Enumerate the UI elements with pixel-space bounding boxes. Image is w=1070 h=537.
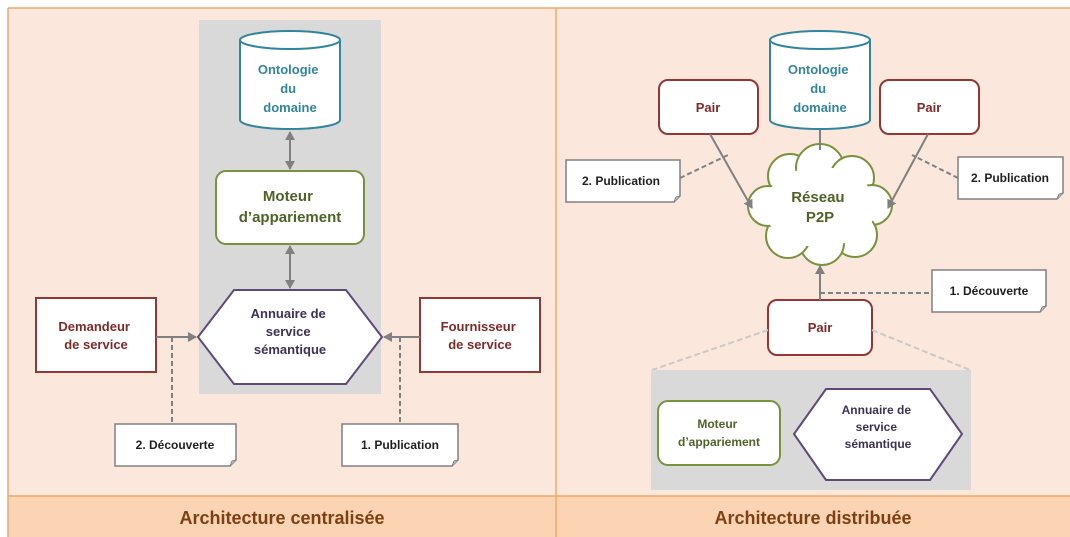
note-publication-right-1 [565, 159, 681, 203]
right-directory-line-3: sémantique [845, 437, 912, 451]
right-ontology-line-3: domaine [793, 100, 846, 115]
requester-line-2: de service [64, 337, 128, 352]
peer-left-network-arrow [709, 133, 753, 209]
p2p-network-cloud-icon [747, 143, 893, 266]
network-line-2: P2P [806, 209, 834, 226]
left-directory-label: Annuaire de service sémantique [251, 306, 330, 357]
left-ontology-line-2: du [280, 81, 296, 96]
network-label: Réseau P2P [791, 189, 849, 226]
provider-line-2: de service [448, 337, 512, 352]
left-ontology-line-1: Ontologie [258, 62, 319, 77]
right-ontology-line-1: Ontologie [788, 62, 849, 77]
note-discovery-left [114, 423, 237, 467]
note-discovery-right-text: 1. Découverte [950, 284, 1029, 298]
right-ontology-label: Ontologie du domaine [788, 62, 852, 115]
network-line-1: Réseau [791, 189, 844, 206]
peer-right-label: Pair [917, 100, 942, 115]
peer-matching-engine-box [657, 400, 781, 466]
note-publication-right-2-text: 2. Publication [971, 171, 1049, 185]
peer-left-label: Pair [696, 100, 721, 115]
right-directory-line-1: Annuaire de [842, 403, 912, 417]
right-footer-bg [556, 496, 1070, 537]
right-matcher-label: Moteur d’appariement [678, 417, 760, 449]
left-directory-line-1: Annuaire de [251, 306, 326, 321]
provider-line-1: Fournisseur [441, 319, 516, 334]
peer-right-network-arrow [887, 133, 929, 209]
left-footer-bg [8, 496, 556, 537]
note-discovery-right [931, 269, 1047, 313]
provider-label: Fournisseur de service [441, 319, 520, 352]
left-matcher-line-2: d’appariement [239, 209, 342, 226]
peer-node-right [879, 79, 980, 135]
left-ontology-label: Ontologie du domaine [258, 62, 322, 115]
caption-centralized: Architecture centralisée [179, 508, 384, 528]
note-publication-right-2 [957, 156, 1064, 200]
right-matcher-line-2: d’appariement [678, 435, 760, 449]
peer-node-left [658, 79, 759, 135]
semantic-directory-hexagon [196, 289, 384, 385]
requester-line-1: Demandeur [58, 319, 130, 334]
right-directory-line-2: service [856, 420, 898, 434]
right-directory-label: Annuaire de service sémantique [842, 403, 915, 451]
peer-semantic-directory-hexagon [792, 388, 964, 481]
right-ontology-line-2: du [810, 81, 826, 96]
ontology-database-icon [769, 30, 871, 130]
service-provider-box [419, 297, 541, 373]
note-publication-left [341, 423, 459, 467]
left-ontology-line-3: domaine [263, 100, 316, 115]
caption-distributed: Architecture distribuée [714, 508, 911, 528]
left-directory-line-3: sémantique [254, 342, 326, 357]
left-matcher-label: Moteur d’appariement [239, 188, 342, 226]
ontology-database-icon [239, 30, 341, 130]
note-publication-left-text: 1. Publication [361, 438, 439, 452]
left-matcher-line-1: Moteur [263, 188, 313, 205]
peer-bottom-label: Pair [808, 320, 833, 335]
note-publication-right-1-text: 2. Publication [582, 174, 660, 188]
publication-right-callout-line [911, 154, 959, 179]
service-requester-box [35, 297, 157, 373]
note-discovery-left-text: 2. Découverte [136, 438, 215, 452]
zoom-line-left [651, 329, 769, 371]
requester-label: Demandeur de service [58, 319, 133, 352]
right-matcher-line-1: Moteur [697, 417, 737, 431]
matching-engine-box [215, 170, 365, 245]
left-directory-line-2: service [266, 324, 311, 339]
publication-left-callout-line [679, 154, 729, 179]
